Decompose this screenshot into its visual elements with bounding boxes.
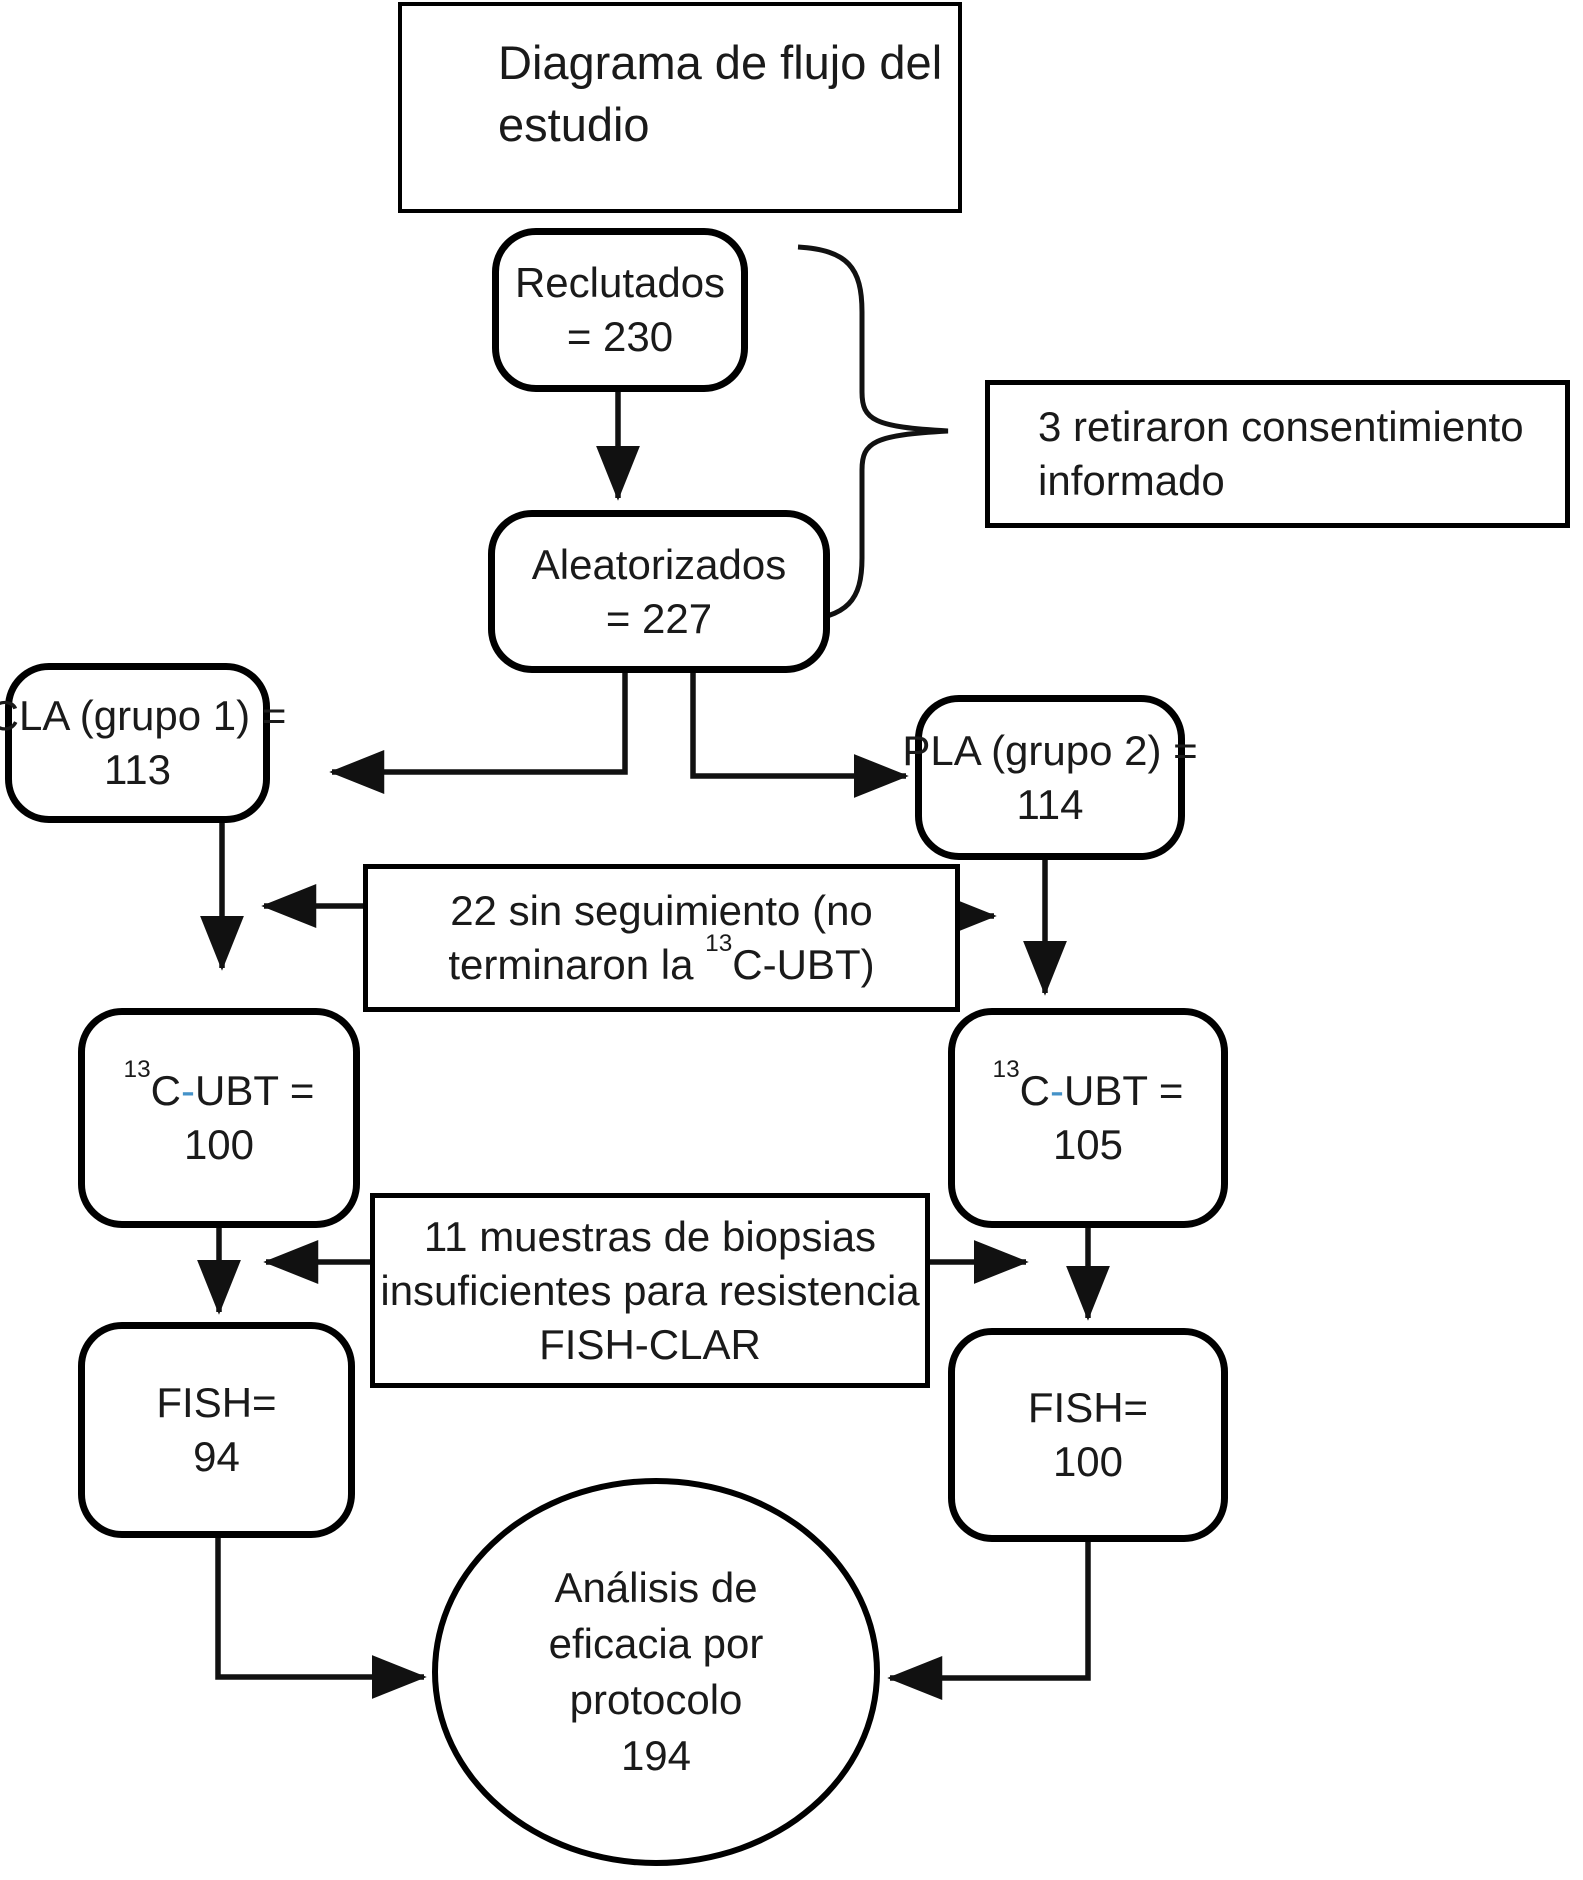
diagram-title-line1: Diagrama de flujo del	[498, 36, 943, 89]
recruited-count: = 230	[566, 313, 674, 360]
no-followup-line1: 22 sin seguimiento (no	[450, 887, 873, 934]
analysis-line2: eficacia por	[548, 1620, 764, 1667]
analysis-line3: protocolo	[569, 1676, 743, 1723]
ubt-pla-count: 105	[1052, 1121, 1124, 1168]
per-protocol-analysis-circle: Análisis de eficacia por protocolo 194	[432, 1478, 880, 1866]
fish-pla-box: FISH= 100	[948, 1328, 1228, 1542]
pla-count: 114	[1016, 780, 1084, 828]
recruited-box: Reclutados = 230	[492, 228, 748, 392]
randomized-box: Aleatorizados = 227	[488, 510, 830, 673]
randomized-label: Aleatorizados	[531, 540, 787, 588]
randomized-count: = 227	[605, 594, 713, 642]
pla-group-box: PLA (grupo 2) = 114	[902, 695, 1198, 860]
withdrew-line1: 3 retiraron consentimiento	[1038, 403, 1524, 450]
pla-label: PLA (grupo 2) =	[902, 726, 1198, 774]
ubt-pla-c: C	[1019, 1067, 1050, 1114]
fish-cla-box: FISH= 94	[78, 1322, 355, 1538]
analysis-line4: 194	[620, 1732, 692, 1779]
ubt-cla-box: 13C-UBT = 100	[78, 1008, 360, 1228]
ubt-pla-label: 13C-UBT =	[993, 1057, 1184, 1118]
arrow-randomized-to-pla	[690, 673, 909, 798]
diagram-title-line2: estudio	[498, 98, 650, 151]
recruited-label: Reclutados	[514, 259, 726, 306]
fish-cla-label: FISH=	[156, 1379, 277, 1426]
arrow-fishcla-to-analysis	[215, 1538, 427, 1699]
no-followup-line2: terminaron la 13C-UBT)	[448, 931, 875, 992]
ubt-pla-hyphen: -	[1050, 1067, 1064, 1114]
no-followup-box: 22 sin seguimiento (no terminaron la 13C…	[363, 864, 960, 1012]
ubt-cla-count: 100	[183, 1121, 255, 1168]
analysis-line1: Análisis de	[554, 1564, 758, 1611]
biopsy-line2: insuficientes para resistencia	[380, 1266, 920, 1314]
ubt-cla-hyphen: -	[181, 1067, 195, 1114]
withdrew-consent-box: 3 retiraron consentimiento informado	[985, 380, 1570, 528]
ubt-pla-rest: UBT =	[1064, 1067, 1184, 1114]
withdrew-brace	[797, 244, 949, 624]
ubt-cla-rest: UBT =	[195, 1067, 315, 1114]
biopsy-line1: 11 muestras de biopsias	[423, 1212, 877, 1260]
cla-label: CLA (grupo 1) =	[0, 692, 287, 739]
no-followup-line2-pre: terminaron la	[448, 941, 706, 988]
biopsy-line3: FISH-CLAR	[539, 1320, 761, 1368]
arrow-fishpla-to-analysis	[887, 1542, 1091, 1700]
diagram-title-box: Diagrama de flujo del estudio	[398, 2, 962, 213]
cla-count: 113	[104, 746, 171, 793]
fish-cla-count: 94	[193, 1433, 240, 1480]
ubt-pla-box: 13C-UBT = 105	[948, 1008, 1228, 1228]
ubt-cla-isotope-sup: 13	[123, 1055, 151, 1083]
no-followup-isotope-sup: 13	[705, 929, 733, 957]
ubt-cla-label: 13C-UBT =	[124, 1057, 315, 1118]
arrow-randomized-to-cla	[329, 673, 628, 794]
no-followup-line2-post: C-UBT)	[732, 941, 875, 988]
ubt-cla-c: C	[150, 1067, 181, 1114]
fish-pla-label: FISH=	[1027, 1384, 1149, 1431]
biopsy-insufficient-box: 11 muestras de biopsias insuficientes pa…	[370, 1193, 930, 1388]
fish-pla-count: 100	[1052, 1438, 1124, 1485]
withdrew-line2: informado	[1038, 457, 1225, 504]
cla-group-box: CLA (grupo 1) = 113	[0, 663, 286, 823]
ubt-pla-isotope-sup: 13	[992, 1055, 1020, 1083]
